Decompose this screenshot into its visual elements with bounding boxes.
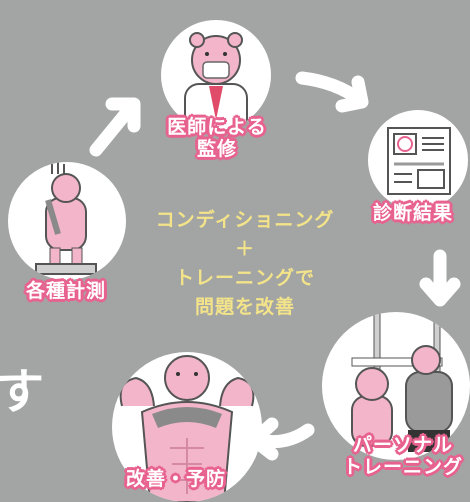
improvement-circle [112, 352, 262, 502]
doctor-bear-icon [184, 32, 248, 130]
cycle-diagram: 医師による 監修 診断結果 [0, 20, 470, 502]
doctor-circle [161, 20, 271, 130]
step-label-training: パーソナル トレーニング [342, 434, 463, 478]
step-label-measurement: 各種計測 [25, 280, 106, 302]
muscle-bear-icon [119, 355, 255, 502]
training-bears-icon [351, 312, 453, 452]
cycle-arrow-icon [419, 249, 461, 307]
side-glyph: す [0, 364, 45, 420]
step-label-doctor: 医師による 監修 [167, 116, 267, 160]
training-circle [322, 312, 470, 460]
cycle-arrow-icon [247, 417, 315, 461]
step-label-diagnosis: 診断結果 [372, 202, 453, 224]
diagnosis-circle [368, 110, 468, 210]
report-icon [387, 127, 451, 195]
measurement-circle [8, 162, 126, 280]
cycle-arrow-icon [295, 71, 369, 113]
step-label-improvement: 改善・予防 [125, 468, 226, 490]
cycle-arrow-icon [89, 97, 141, 157]
measuring-bear-icon [35, 162, 97, 275]
center-text: コンディショニング ＋ トレーニングで 問題を改善 [155, 209, 335, 318]
cycle-arrows [89, 71, 461, 461]
